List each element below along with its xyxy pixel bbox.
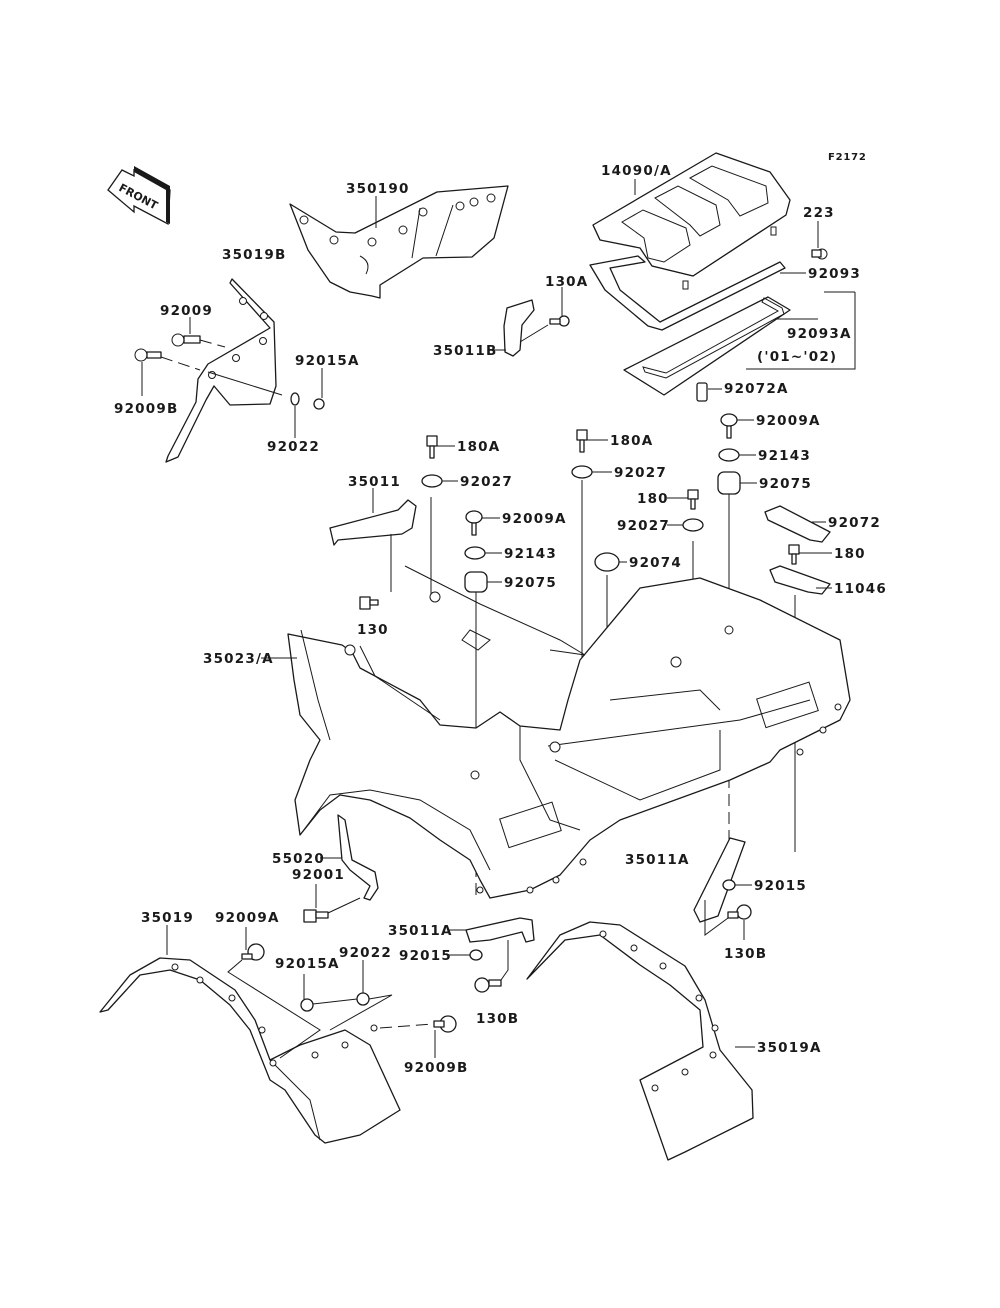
label-35011: 35011: [348, 474, 401, 490]
nut-92015A-bottom-icon: [300, 998, 314, 1012]
label-92009A-mid: 92009A: [502, 511, 567, 527]
bolt-180A-left-icon: [426, 435, 438, 459]
collar-92143-mid-icon: [464, 546, 486, 560]
nut-92015A-icon: [313, 398, 325, 410]
label-92143-right: 92143: [758, 448, 811, 464]
part-55020-bracket: [337, 814, 379, 901]
part-11046-bracket: [769, 565, 831, 595]
damper-92075-right-icon: [717, 471, 741, 495]
label-92015A-top: 92015A: [295, 353, 360, 369]
bolt-92009-icon: [171, 333, 201, 347]
label-92093A: 92093A: [787, 326, 852, 342]
part-92093A-gasket: [623, 296, 791, 396]
label-92001: 92001: [292, 867, 345, 883]
grommet-92027-left-icon: [421, 474, 443, 488]
bolt-180-mid-icon: [687, 489, 699, 510]
label-92075-mid: 92075: [504, 575, 557, 591]
label-35023A: 35023/A: [203, 651, 274, 667]
label-92093: 92093: [808, 266, 861, 282]
label-92009A-right: 92009A: [756, 413, 821, 429]
label-130: 130: [357, 622, 389, 638]
bolt-92009B-icon: [134, 348, 162, 362]
label-35011A-right: 35011A: [625, 852, 690, 868]
label-180-mid: 180: [637, 491, 669, 507]
label-35011B: 35011B: [433, 343, 497, 359]
front-arrow-icon: FRONT: [107, 166, 171, 226]
label-92143-mid: 92143: [504, 546, 557, 562]
label-92009A-bottom: 92009A: [215, 910, 280, 926]
label-92009: 92009: [160, 303, 213, 319]
label-92074: 92074: [629, 555, 682, 571]
part-35019A-fender: [526, 921, 754, 1161]
washer-92022-bottom-icon: [356, 992, 370, 1006]
label-92022-bottom: 92022: [339, 945, 392, 961]
label-92072: 92072: [828, 515, 881, 531]
grommet-92027-mid-icon: [682, 518, 704, 532]
nut-92015-right-icon: [722, 879, 736, 891]
part-14090A-box: [592, 152, 791, 290]
part-35011A-center-bracket: [465, 917, 535, 943]
label-130B-right: 130B: [724, 946, 767, 962]
bolt-92009A-right-icon: [720, 413, 738, 439]
damper-92075-mid-icon: [464, 571, 488, 593]
label-92009B-top: 92009B: [114, 401, 178, 417]
label-92015A-bottom: 92015A: [275, 956, 340, 972]
label-350190: 350190: [346, 181, 410, 197]
label-14090A: 14090/A: [601, 163, 672, 179]
bolt-92009A-bottom-icon: [241, 943, 265, 961]
part-35019B-bracket: [165, 278, 277, 463]
label-180-right: 180: [834, 546, 866, 562]
label-55020: 55020: [272, 851, 325, 867]
label-11046: 11046: [834, 581, 887, 597]
bolt-92001-icon: [303, 909, 329, 923]
part-35023A-rear-fender: [287, 565, 851, 899]
part-35011-bracket: [329, 499, 417, 546]
bolt-180A-right-icon: [576, 429, 588, 453]
part-92072-strap: [764, 505, 831, 543]
collar-92143-right-icon: [718, 448, 740, 462]
label-35019: 35019: [141, 910, 194, 926]
label-92009B-bottom: 92009B: [404, 1060, 468, 1076]
label-180A-right: 180A: [610, 433, 653, 449]
nut-92015-center-icon: [469, 949, 483, 961]
part-350190-guard: [289, 185, 509, 299]
bolt-92009B-bottom-icon: [433, 1015, 457, 1033]
label-130A: 130A: [545, 274, 588, 290]
cap-92074-icon: [594, 552, 620, 572]
bolt-180-right-icon: [788, 544, 800, 565]
label-92027-mid: 92027: [617, 518, 670, 534]
label-92093A-note: ('01~'02): [757, 349, 837, 365]
label-92015-center: 92015: [399, 948, 452, 964]
bolt-92009A-mid-icon: [465, 510, 483, 536]
label-92075-right: 92075: [759, 476, 812, 492]
label-92072A: 92072A: [724, 381, 789, 397]
bolt-130B-center-icon: [474, 977, 502, 993]
part-35011B-bracket: [503, 299, 535, 357]
label-92015-right: 92015: [754, 878, 807, 894]
label-92022-top: 92022: [267, 439, 320, 455]
bolt-130B-right-icon: [727, 904, 752, 920]
screw-223-icon: [811, 248, 828, 260]
label-130B-center: 130B: [476, 1011, 519, 1027]
label-35019A: 35019A: [757, 1040, 822, 1056]
bolt-130-icon: [359, 596, 379, 610]
label-35011A-center: 35011A: [388, 923, 453, 939]
label-92027-left: 92027: [460, 474, 513, 490]
part-35019-fender: [99, 957, 401, 1144]
figure-id: F2172: [828, 152, 867, 163]
label-180A-left: 180A: [457, 439, 500, 455]
clip-92072A-icon: [696, 382, 708, 402]
part-92093-gasket: [589, 255, 786, 331]
grommet-92027-right-icon: [571, 465, 593, 479]
washer-92022-icon: [290, 392, 300, 406]
label-223: 223: [803, 205, 835, 221]
label-35019B: 35019B: [222, 247, 286, 263]
label-92027-right: 92027: [614, 465, 667, 481]
part-35011A-right-bracket: [693, 837, 746, 923]
